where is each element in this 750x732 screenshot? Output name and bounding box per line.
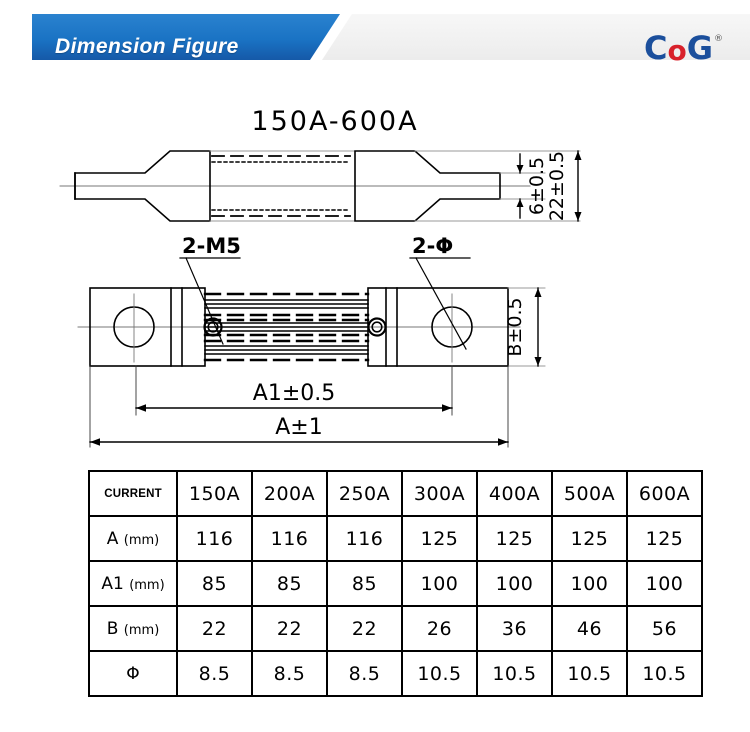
dim-a1-label: A1±0.5: [253, 381, 335, 406]
side-view-body-dashes: [211, 155, 351, 217]
table-cell: 8.5: [251, 650, 328, 697]
dim-thickness-label: 6±0.5: [526, 157, 548, 215]
header-gray-strip: [300, 14, 750, 60]
table-cell: 125: [476, 515, 553, 562]
dim-a-arrows: [89, 438, 509, 446]
table-cell: 100: [476, 560, 553, 607]
header-blue-banner: [32, 14, 340, 60]
table-cell: 46: [551, 605, 628, 652]
table-cell: 10.5: [401, 650, 478, 697]
table-cell: 125: [401, 515, 478, 562]
table-cell: 100: [626, 560, 703, 607]
header-banner-graphic: [32, 14, 750, 60]
dim-b-label: B±0.5: [504, 297, 526, 356]
table-cell: 26: [401, 605, 478, 652]
plan-resistor-element: [203, 292, 370, 362]
table-cell: 22: [176, 605, 253, 652]
table-cell: 10.5: [551, 650, 628, 697]
registered-trademark-icon: ®: [714, 34, 723, 44]
dim-height-label: 22±0.5: [546, 151, 568, 221]
drawing-title: 150A-600A: [251, 106, 418, 137]
dim-a-label: A±1: [275, 415, 322, 440]
dim-thickness-arrows: [516, 153, 524, 219]
dim-a1-arrows: [135, 404, 453, 412]
page-title: Dimension Figure: [55, 35, 239, 58]
table-cell: 85: [176, 560, 253, 607]
table-cell: 8.5: [176, 650, 253, 697]
table-cell: 116: [251, 515, 328, 562]
table-cell: 10.5: [626, 650, 703, 697]
drawing-svg: 150A-600A 6±0.5 22±0.5: [59, 106, 582, 448]
table-cell: 10.5: [476, 650, 553, 697]
table-row-label: A1 (mm): [88, 560, 178, 607]
logo-letter-g: G: [686, 29, 713, 67]
table-cell: 116: [176, 515, 253, 562]
table-cell: 116: [326, 515, 403, 562]
dim-b-arrows: [534, 287, 542, 367]
logo-letter-c: C: [644, 29, 668, 67]
table-row-label: Φ: [88, 650, 178, 697]
table-cell: 22: [251, 605, 328, 652]
table-cell: 56: [626, 605, 703, 652]
dim-height-arrows: [574, 150, 582, 222]
logo-letter-o: o: [667, 34, 687, 67]
table-header-cell: 200A: [251, 470, 328, 517]
table-header-cell: 400A: [476, 470, 553, 517]
leader-line-phi: [415, 257, 467, 350]
page-header: Dimension Figure C o G ®: [0, 14, 750, 65]
table-cell: 8.5: [326, 650, 403, 697]
table-cell: 85: [251, 560, 328, 607]
table-cell: 125: [551, 515, 628, 562]
dimension-drawing: 150A-600A 6±0.5 22±0.5: [0, 72, 750, 472]
table-header-cell: 500A: [551, 470, 628, 517]
table-header-cell: 300A: [401, 470, 478, 517]
table-row-label: B (mm): [88, 605, 178, 652]
plan-right-m5-hole-inner: [371, 321, 383, 333]
table-cell: 22: [326, 605, 403, 652]
label-2-m5: 2-M5: [182, 234, 241, 258]
table-header-cell: 150A: [176, 470, 253, 517]
table-cell: 100: [401, 560, 478, 607]
label-2-phi: 2-Φ: [412, 234, 453, 258]
table-header-cell: 600A: [626, 470, 703, 517]
table-header-cell: 250A: [326, 470, 403, 517]
table-row-label: A (mm): [88, 515, 178, 562]
brand-logo: C o G ®: [644, 29, 723, 68]
table-cell: 125: [626, 515, 703, 562]
leader-line-m5: [185, 257, 224, 345]
table-header-current: CURRENT: [88, 470, 178, 517]
table-cell: 36: [476, 605, 553, 652]
side-view-body-hidden-lines: [211, 161, 351, 211]
table-cell: 85: [326, 560, 403, 607]
table-cell: 100: [551, 560, 628, 607]
